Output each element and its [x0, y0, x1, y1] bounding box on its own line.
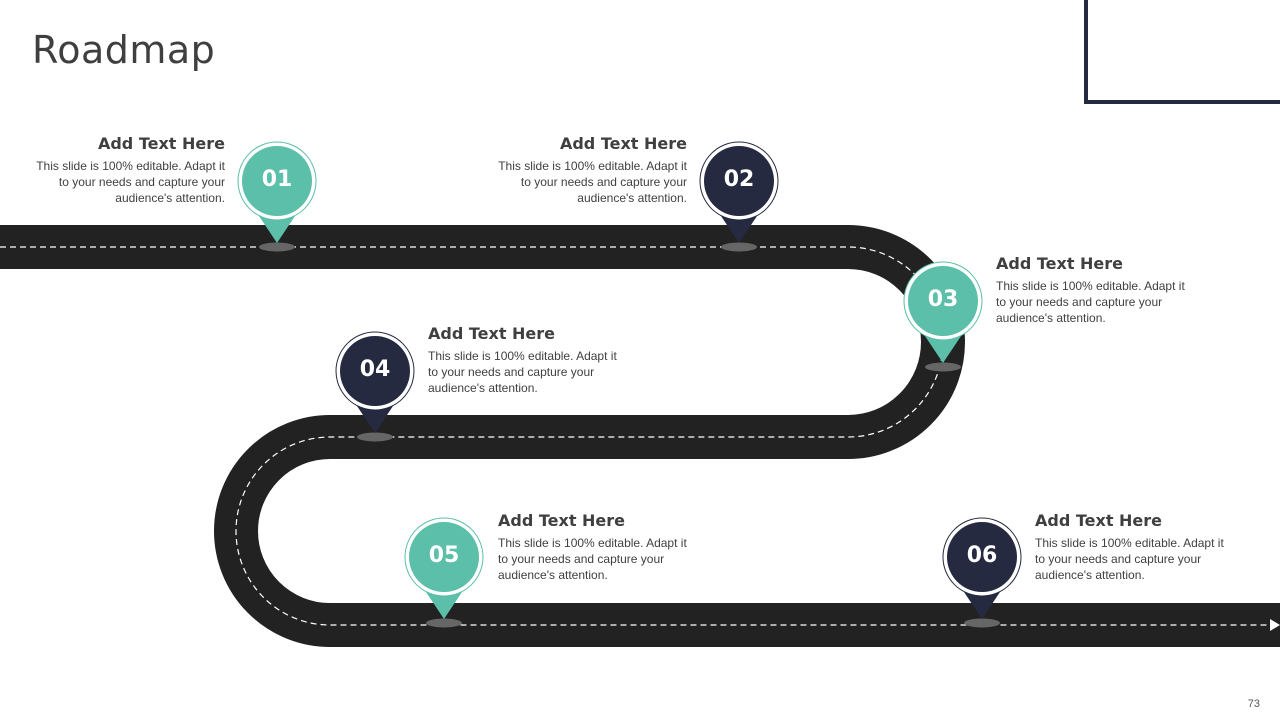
milestone-pin-05: 05 [402, 515, 486, 639]
milestone-pin-04: 04 [333, 329, 417, 453]
map-pin-icon [335, 331, 415, 442]
corner-frame-decoration [1084, 0, 1280, 104]
milestone-text-01: Add Text Here This slide is 100% editabl… [25, 134, 225, 206]
milestone-number: 04 [359, 357, 391, 382]
road-end-arrow [1270, 619, 1280, 631]
milestone-text-05: Add Text Here This slide is 100% editabl… [498, 511, 698, 583]
milestone-heading: Add Text Here [996, 254, 1124, 273]
milestone-text-06: Add Text Here This slide is 100% editabl… [1035, 511, 1235, 583]
milestone-heading: Add Text Here [97, 134, 225, 153]
milestone-heading: Add Text Here [498, 511, 626, 530]
milestone-text-04: Add Text Here This slide is 100% editabl… [428, 324, 628, 396]
milestone-description: This slide is 100% editable. Adapt it to… [996, 279, 1185, 325]
milestone-number: 06 [966, 543, 998, 568]
milestone-text-02: Add Text Here This slide is 100% editabl… [487, 134, 687, 206]
milestone-number: 01 [261, 167, 293, 192]
milestone-text-03: Add Text Here This slide is 100% editabl… [996, 254, 1196, 326]
milestone-heading: Add Text Here [559, 134, 687, 153]
milestone-pin-06: 06 [940, 515, 1024, 639]
milestone-number: 05 [428, 543, 460, 568]
map-pin-icon [903, 261, 983, 372]
milestone-number: 02 [723, 167, 755, 192]
milestone-heading: Add Text Here [428, 324, 556, 343]
map-pin-icon [699, 141, 779, 252]
milestone-pin-02: 02 [697, 139, 781, 263]
slide-title: Roadmap [32, 28, 216, 72]
milestone-description: This slide is 100% editable. Adapt it to… [36, 159, 225, 205]
milestone-number: 03 [927, 287, 959, 312]
page-number: 73 [1247, 698, 1260, 710]
milestone-heading: Add Text Here [1035, 511, 1163, 530]
milestone-description: This slide is 100% editable. Adapt it to… [498, 536, 687, 582]
milestone-pin-01: 01 [235, 139, 319, 263]
milestone-description: This slide is 100% editable. Adapt it to… [498, 159, 687, 205]
milestone-pin-03: 03 [901, 259, 985, 383]
map-pin-icon [942, 517, 1022, 628]
milestone-description: This slide is 100% editable. Adapt it to… [428, 349, 617, 395]
map-pin-icon [404, 517, 484, 628]
milestone-description: This slide is 100% editable. Adapt it to… [1035, 536, 1224, 582]
map-pin-icon [237, 141, 317, 252]
